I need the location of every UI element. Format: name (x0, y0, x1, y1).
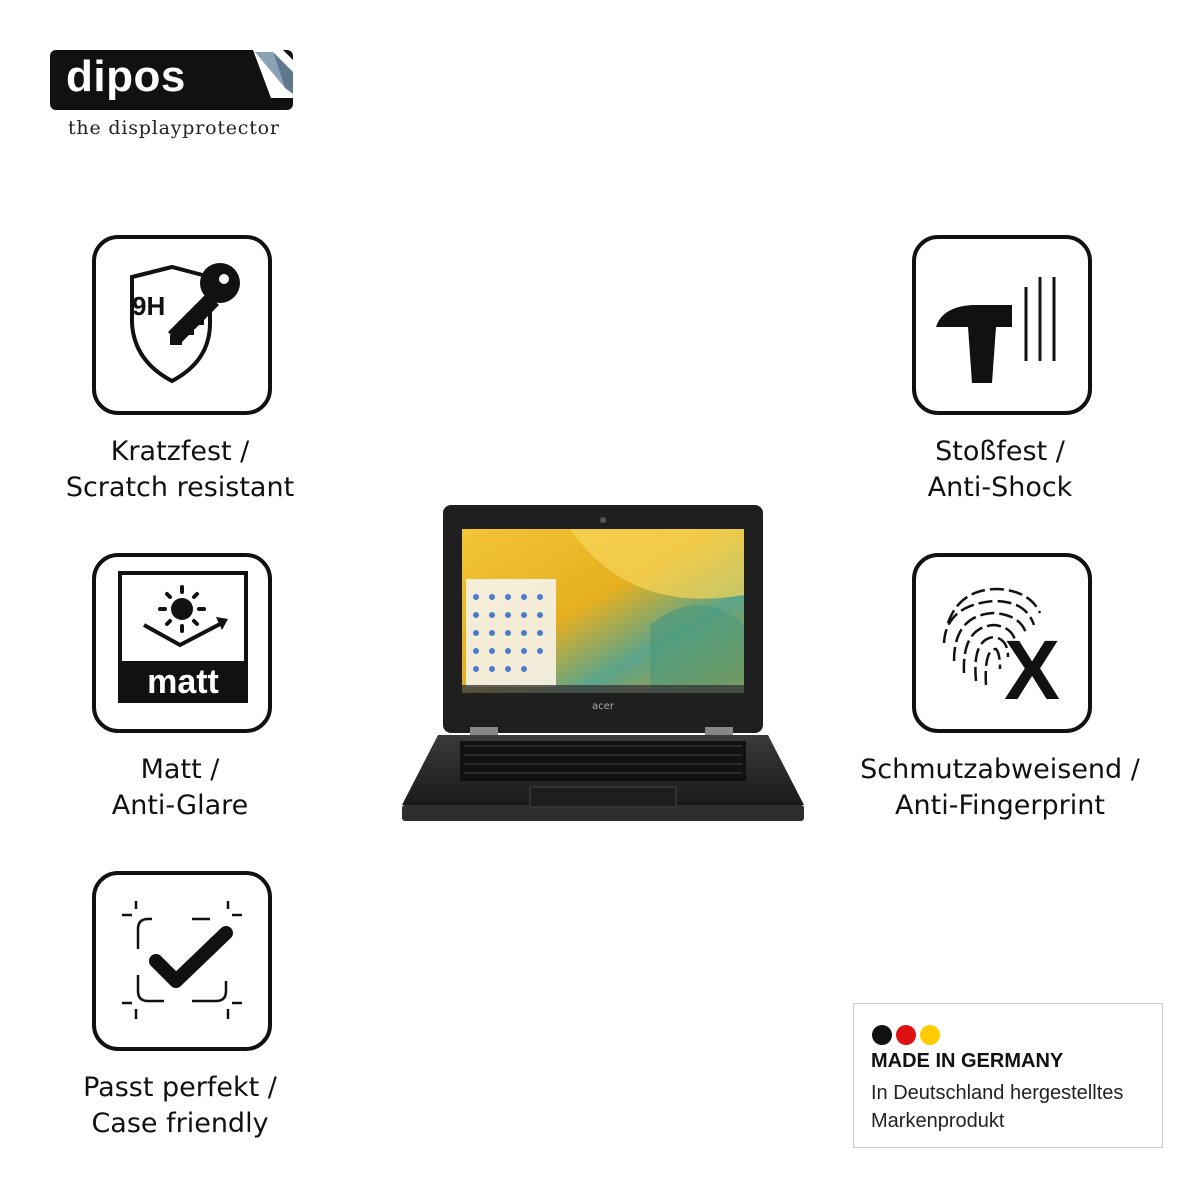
feature-matt-label: Matt / Anti-Glare (0, 752, 360, 824)
feature-line: Anti-Fingerprint (895, 790, 1105, 821)
feature-scratch-label: Kratzfest / Scratch resistant (0, 434, 360, 506)
badge-subtitle: In Deutschland hergestelltes Markenprodu… (871, 1079, 1161, 1135)
logo-text: dipos (66, 52, 186, 101)
feature-line: Case friendly (91, 1108, 269, 1139)
feature-case-label: Passt perfekt / Case friendly (0, 1070, 360, 1142)
brand-logo: dipos (50, 50, 293, 110)
laptop-image: acer (402, 505, 804, 821)
peel-corner-icon (253, 50, 293, 98)
logo-box (50, 50, 293, 110)
badge-line: Markenprodukt (871, 1110, 1005, 1132)
checkmark-frame-icon (92, 871, 272, 1051)
feature-line: Anti-Glare (111, 790, 249, 821)
svg-text:X: X (1004, 623, 1060, 717)
badge-line: In Deutschland hergestelltes (871, 1082, 1124, 1104)
shield-badge: 9H (132, 291, 165, 321)
feature-line: Stoßfest / (935, 436, 1065, 467)
german-flag-dots-icon (872, 1025, 940, 1045)
matt-sun-icon: matt (92, 553, 272, 733)
feature-line: Anti-Shock (927, 472, 1073, 503)
feature-line: Scratch resistant (65, 472, 295, 503)
shield-key-9h-icon: 9H (92, 235, 272, 415)
made-in-germany-badge: MADE IN GERMANY In Deutschland hergestel… (853, 1003, 1163, 1148)
feature-shock-label: Stoßfest / Anti-Shock (820, 434, 1180, 506)
feature-line: Kratzfest / (110, 436, 250, 467)
feature-line: Matt / (140, 754, 220, 785)
hammer-icon (912, 235, 1092, 415)
badge-title: MADE IN GERMANY (871, 1050, 1064, 1072)
feature-line: Schmutzabweisend / (860, 754, 1140, 785)
laptop-brand-mark: acer (592, 701, 615, 712)
feature-fingerprint-label: Schmutzabweisend / Anti-Fingerprint (820, 752, 1180, 824)
fingerprint-x-icon: X (912, 553, 1092, 733)
matt-badge: matt (147, 663, 219, 701)
feature-line: Passt perfekt / (83, 1072, 277, 1103)
brand-tagline: the displayprotector (68, 117, 280, 139)
